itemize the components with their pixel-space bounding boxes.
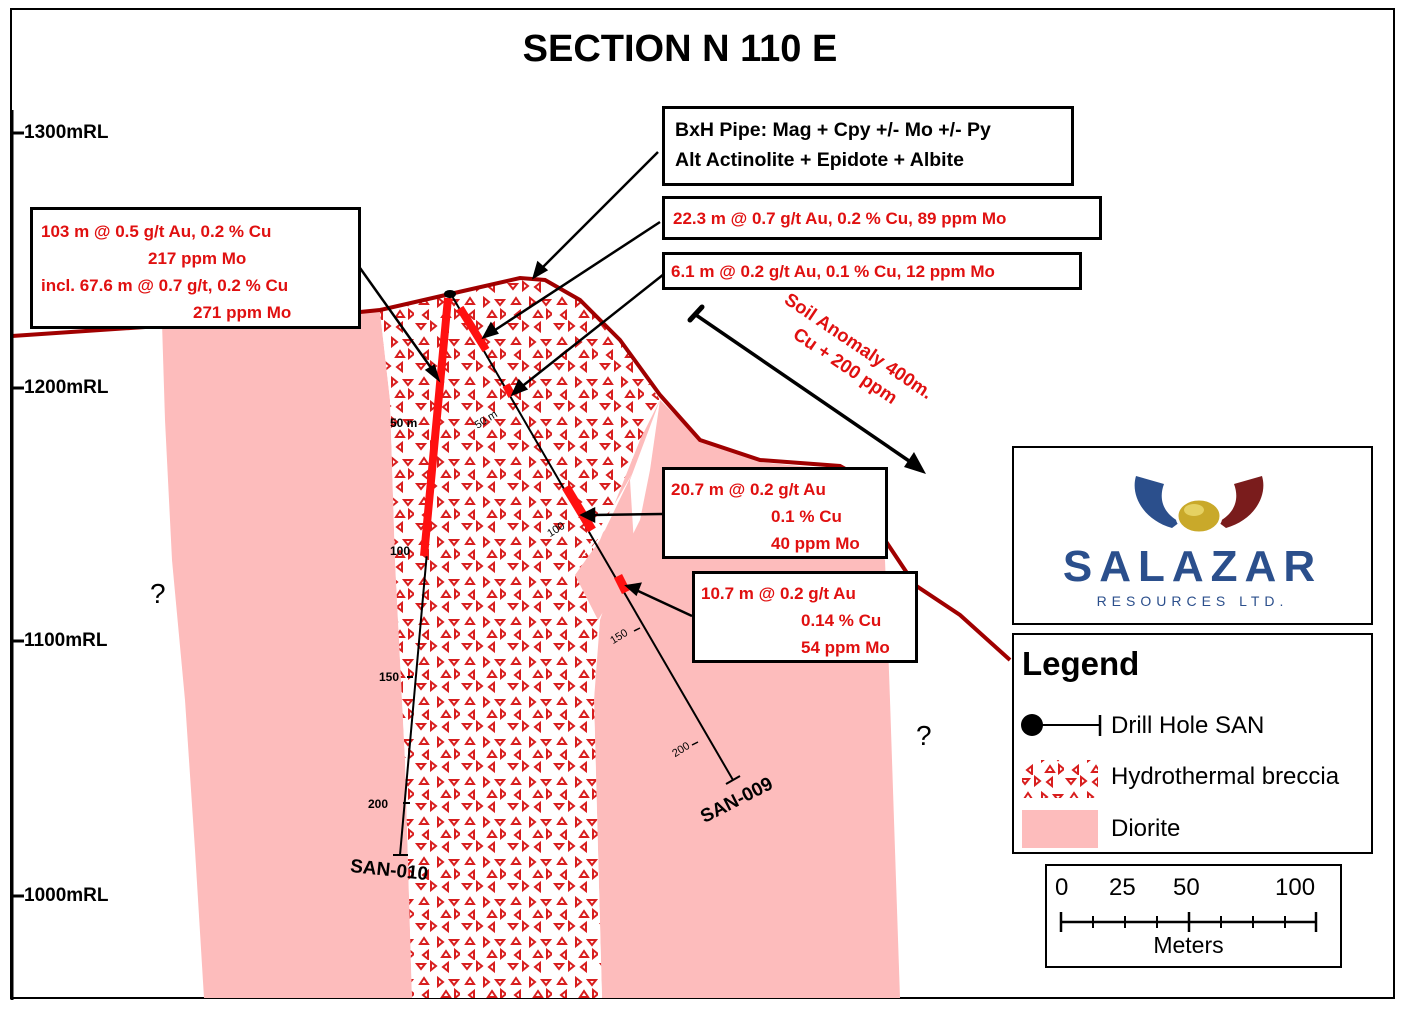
callout-san-010-intercept: 103 m @ 0.5 g/t Au, 0.2 % Cu 217 ppm Mo … (30, 207, 361, 329)
intercept-san-010 (420, 297, 452, 557)
depth-tick (633, 627, 641, 632)
scale-tick-label: 50 (1173, 874, 1200, 901)
callout-line: 271 ppm Mo (193, 303, 292, 322)
callout-line: 54 ppm Mo (801, 638, 890, 657)
callout-line: 40 ppm Mo (771, 534, 860, 553)
soil-anomaly-arrowhead (904, 452, 926, 474)
legend-label-drill-hole: Drill Hole SAN (1111, 712, 1265, 739)
elevation-label-1000: 1000mRL (24, 885, 109, 906)
callout-line: 217 ppm Mo (148, 249, 247, 268)
arrowhead (424, 364, 441, 383)
callout-line: 103 m @ 0.5 g/t Au, 0.2 % Cu (41, 222, 272, 241)
unknown-contact-marker-west: ? (150, 578, 166, 609)
legend-label-diorite: Diorite (1111, 815, 1181, 842)
intercept-san-009-3 (562, 484, 596, 533)
soil-anomaly-start-tick (687, 304, 705, 323)
callout-san-009-intercept-2: 6.1 m @ 0.2 g/t Au, 0.1 % Cu, 12 ppm Mo (662, 252, 1082, 290)
callout-bxh-pipe: BxH Pipe: Mag + Cpy +/- Mo +/- Py Alt Ac… (662, 106, 1074, 186)
scale-bar-graphic (1059, 912, 1318, 932)
callout-san-009-intercept-1: 22.3 m @ 0.7 g/t Au, 0.2 % Cu, 89 ppm Mo (662, 196, 1102, 240)
callout-line: 6.1 m @ 0.2 g/t Au, 0.1 % Cu, 12 ppm Mo (671, 262, 995, 281)
callout-arrow (491, 220, 661, 334)
callout-line: 0.14 % Cu (801, 611, 882, 630)
arrowhead (624, 582, 642, 597)
intercept-san-009-1 (456, 305, 490, 353)
callout-line: 20.7 m @ 0.2 g/t Au (671, 480, 826, 499)
soil-anomaly-arrow (695, 313, 913, 465)
logo-wordmark: SALAZAR (1062, 542, 1323, 591)
logo-subtitle: RESOURCES LTD. (1096, 593, 1289, 609)
depth-label-san-010-200: 200 (368, 797, 389, 811)
intercept-san-009-4 (613, 573, 631, 595)
callout-line: 22.3 m @ 0.7 g/t Au, 0.2 % Cu, 89 ppm Mo (673, 209, 1007, 228)
legend-symbols (1021, 714, 1102, 848)
depth-tick (691, 741, 699, 746)
legend-title: Legend (1022, 645, 1140, 682)
breccia-swatch-icon (1022, 760, 1098, 798)
diorite-body-west (162, 312, 412, 998)
unknown-contact-marker-east: ? (916, 720, 932, 751)
diorite-tongue (575, 400, 660, 620)
intercept-san-009-2 (502, 383, 516, 398)
scale-bar: 0 25 50 100 Meters (1045, 864, 1342, 968)
callout-arrow (358, 267, 436, 373)
scale-unit-label: Meters (1153, 932, 1224, 958)
callout-line: 0.1 % Cu (771, 507, 842, 526)
callout-arrow (591, 512, 663, 517)
scale-tick-label: 100 (1275, 874, 1316, 901)
depth-label-san-010-100: 100 (390, 544, 411, 558)
callout-san-009-intercept-4: 10.7 m @ 0.2 g/t Au 0.14 % Cu 54 ppm Mo (692, 571, 918, 663)
callout-line: incl. 67.6 m @ 0.7 g/t, 0.2 % Cu (41, 276, 289, 295)
legend: Legend Drill Hole SAN Hydrothermal brecc… (1012, 633, 1373, 854)
callout-line: Alt Actinolite + Epidote + Albite (675, 149, 964, 171)
logo-emblem-icon (1134, 476, 1264, 535)
arrowhead (481, 321, 499, 340)
legend-label-breccia: Hydrothermal breccia (1111, 763, 1340, 790)
section-title: SECTION N 110 E (522, 28, 838, 70)
callout-san-009-intercept-3: 20.7 m @ 0.2 g/t Au 0.1 % Cu 40 ppm Mo (662, 467, 888, 559)
callout-arrow (539, 151, 659, 271)
elevation-label-1200: 1200mRL (24, 377, 109, 398)
drill-collar (444, 290, 456, 298)
drill-hole-symbol-icon (1021, 714, 1102, 736)
drill-trace-san-009 (451, 295, 734, 781)
company-logo: SALAZAR RESOURCES LTD. (1012, 446, 1373, 625)
arrowhead (510, 378, 529, 397)
scale-tick-label: 0 (1055, 874, 1069, 901)
callout-arrow (519, 273, 665, 389)
diorite-swatch-icon (1022, 810, 1098, 848)
breccia-pipe (380, 280, 660, 998)
callout-arrow (635, 588, 693, 618)
depth-label-san-010-50: 50 m (390, 416, 418, 430)
arrowhead (579, 506, 596, 524)
topography-line (11, 275, 1012, 662)
drill-end-tick-san-009 (725, 775, 741, 785)
elevation-label-1300: 1300mRL (24, 122, 109, 143)
callout-line: BxH Pipe: Mag + Cpy +/- Mo +/- Py (675, 119, 991, 141)
arrowhead (531, 260, 549, 280)
scale-tick-label: 25 (1109, 874, 1136, 901)
depth-label-san-010-150: 150 (379, 670, 400, 684)
elevation-label-1100: 1100mRL (24, 630, 108, 651)
callout-line: 10.7 m @ 0.2 g/t Au (701, 584, 856, 603)
